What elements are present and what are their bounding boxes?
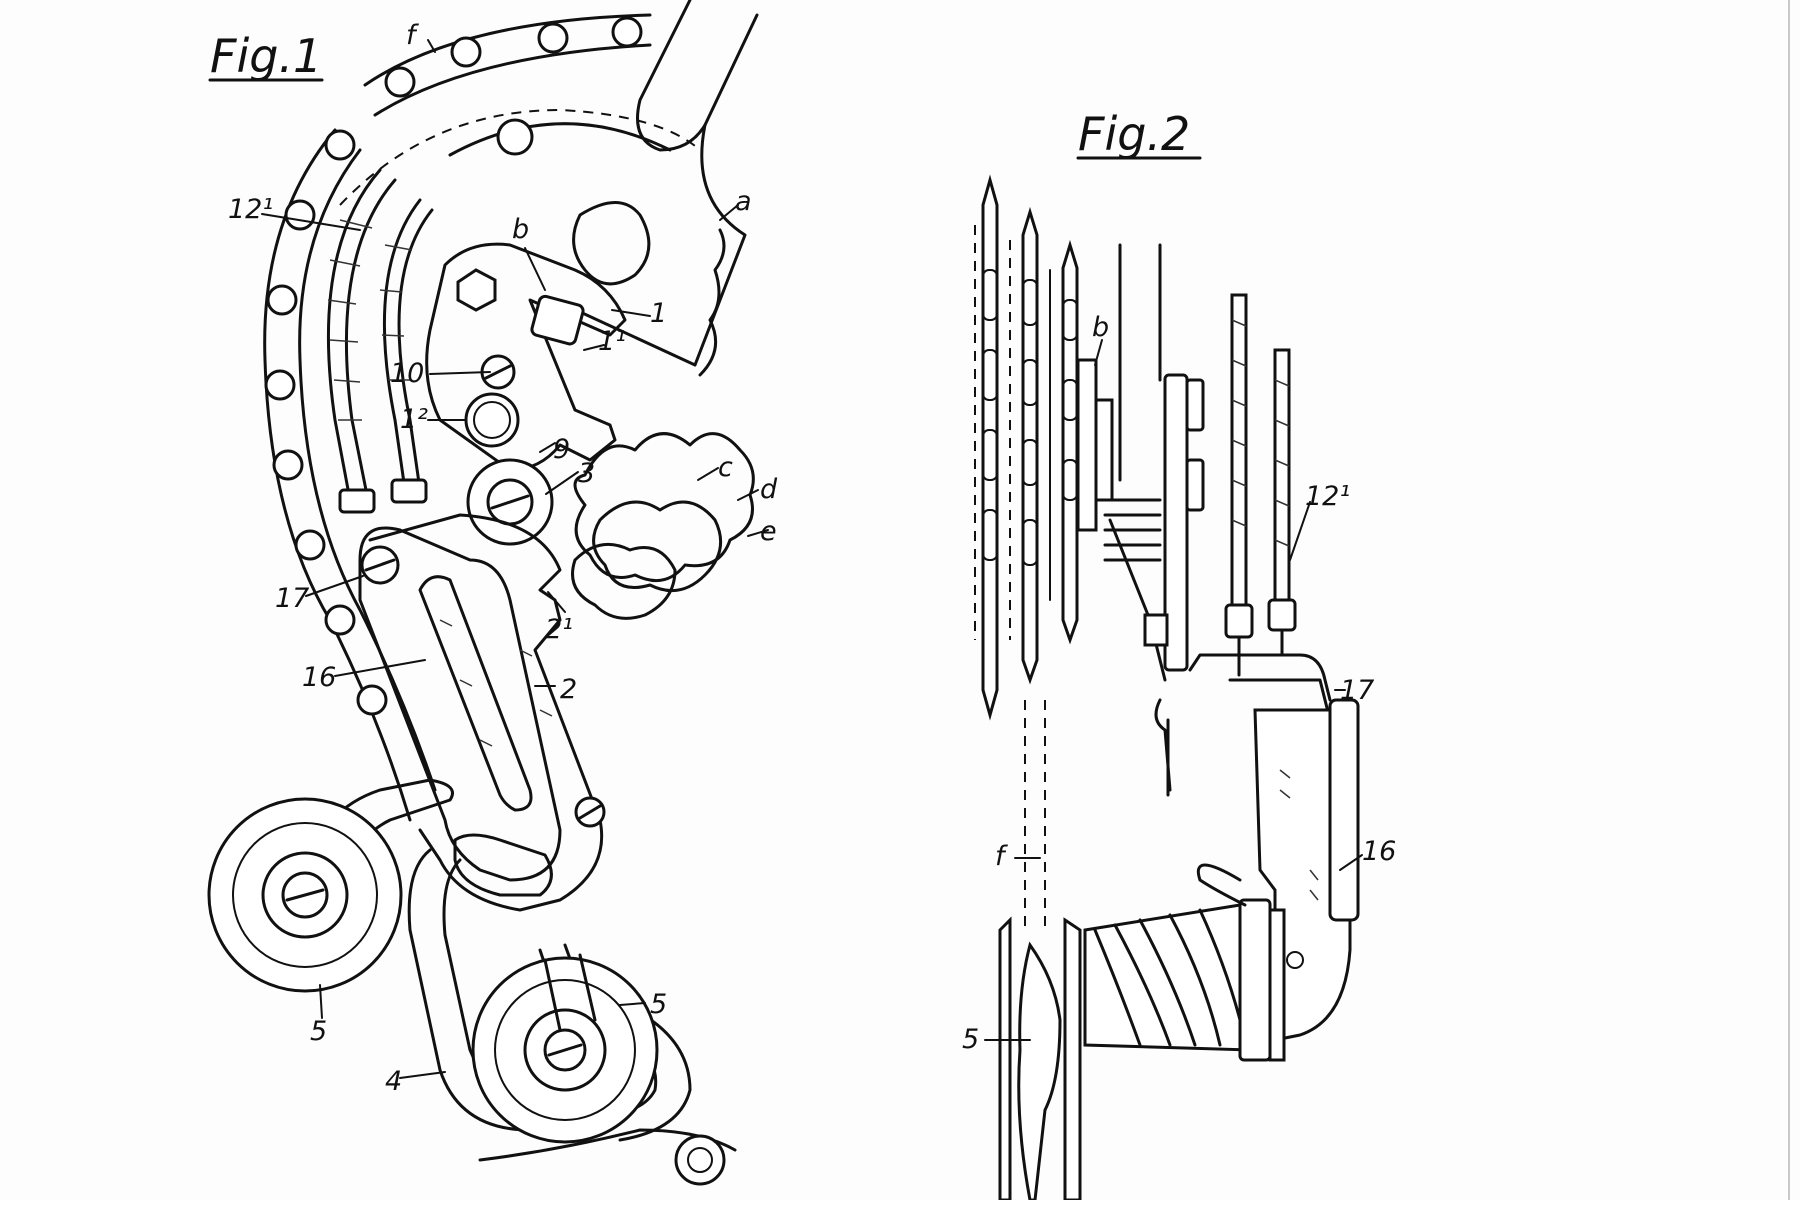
fig2-label-17: 17 [1340, 675, 1374, 706]
fig2-leader-lines [984, 339, 1363, 1041]
label-3: 3 [578, 458, 595, 489]
label-5-upper: 5 [310, 1016, 327, 1047]
label-b: b [512, 214, 529, 245]
page-edge [1788, 0, 1790, 1200]
label-2: 2 [560, 674, 577, 705]
fig1-title: Fig.1 [210, 29, 322, 83]
fig2-label-f: f [995, 841, 1008, 872]
label-chain-f: f [406, 20, 419, 51]
rear-sprockets [571, 432, 755, 620]
fig2-label-b: b [1092, 312, 1109, 343]
frame-dropout [1103, 243, 1205, 797]
chainring [339, 108, 726, 377]
label-chainring-a: a [735, 186, 752, 217]
spring-and-pulley-fig2 [998, 700, 1286, 1202]
chain-bottom [478, 1128, 737, 1186]
fig2-label-12-1: 12¹ [1305, 481, 1350, 512]
label-12-1: 12¹ [228, 194, 273, 225]
fig2-title: Fig.2 [1078, 107, 1190, 161]
label-9: 9 [553, 434, 570, 465]
cables-fig2 [1224, 293, 1297, 677]
cable-housings [326, 168, 434, 514]
label-2-1: 2¹ [545, 614, 573, 645]
label-1: 1 [650, 298, 667, 329]
label-10: 10 [390, 358, 424, 389]
label-e: e [760, 516, 777, 547]
jockey-pulley-upper [207, 797, 403, 993]
label-4: 4 [385, 1066, 402, 1097]
figure-1: Fig.1 [207, 0, 778, 1186]
label-1-1: 1¹ [598, 326, 626, 357]
jockey-pulley-lower [471, 953, 659, 1144]
label-1-2: 1² [400, 404, 428, 435]
label-d: d [760, 474, 778, 505]
label-c: c [718, 452, 733, 483]
figure-2: Fig.2 [962, 107, 1396, 1202]
mounting-plate [425, 242, 627, 472]
fig2-label-5: 5 [962, 1024, 979, 1055]
frame-tube [563, 0, 759, 367]
label-5-lower: 5 [650, 989, 667, 1020]
label-16: 16 [302, 662, 336, 693]
fig2-label-16: 16 [1362, 836, 1396, 867]
sprocket-cluster-edge [974, 174, 1114, 721]
roller-chain [263, 13, 652, 822]
derailleur-body [358, 458, 606, 912]
label-17: 17 [275, 583, 309, 614]
fig1-leader-lines [261, 39, 769, 1079]
